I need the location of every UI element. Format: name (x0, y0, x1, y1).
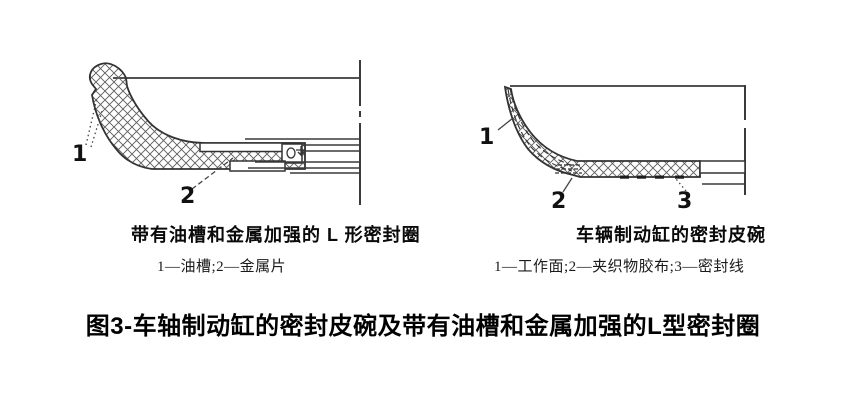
figure-title: 图3-车轴制动缸的密封皮碗及带有油槽和金属加强的L型密封圈 (85, 313, 761, 340)
sealing-line-marks (620, 175, 684, 179)
piston-end-block (699, 160, 746, 174)
backing-plate-lines (245, 138, 360, 174)
part-label-1: 1 (479, 125, 494, 150)
working-face-leader-line (497, 117, 514, 131)
fabric-layer-lines (507, 87, 575, 172)
fabric-leader-line (562, 177, 573, 193)
metal-strip-leader-line (191, 157, 234, 190)
seal-cup-cross-section (503, 85, 701, 178)
part-label-3: 3 (677, 189, 692, 210)
part-label-2: 2 (551, 189, 566, 210)
left-seal-ring-diagram: 1 2 (72, 60, 361, 209)
part-label-1: 1 (72, 142, 87, 167)
left-diagram-caption: 带有油槽和金属加强的 L 形密封圈 (131, 225, 421, 245)
left-diagram-legend: 1—油槽;2—金属片 (157, 259, 287, 275)
fabric-layer-ends (555, 164, 582, 174)
part-label-2: 2 (180, 184, 195, 209)
strip-end-mark (286, 146, 306, 159)
right-diagram-caption: 车辆制动缸的密封皮碗 (576, 225, 766, 245)
right-diagram-legend: 1—工作面;2—夹织物胶布;3—密封线 (494, 259, 745, 275)
seal-ring-cross-section (88, 62, 306, 170)
right-seal-cup-diagram: 1 2 3 (479, 85, 746, 210)
metal-strip (199, 142, 303, 172)
